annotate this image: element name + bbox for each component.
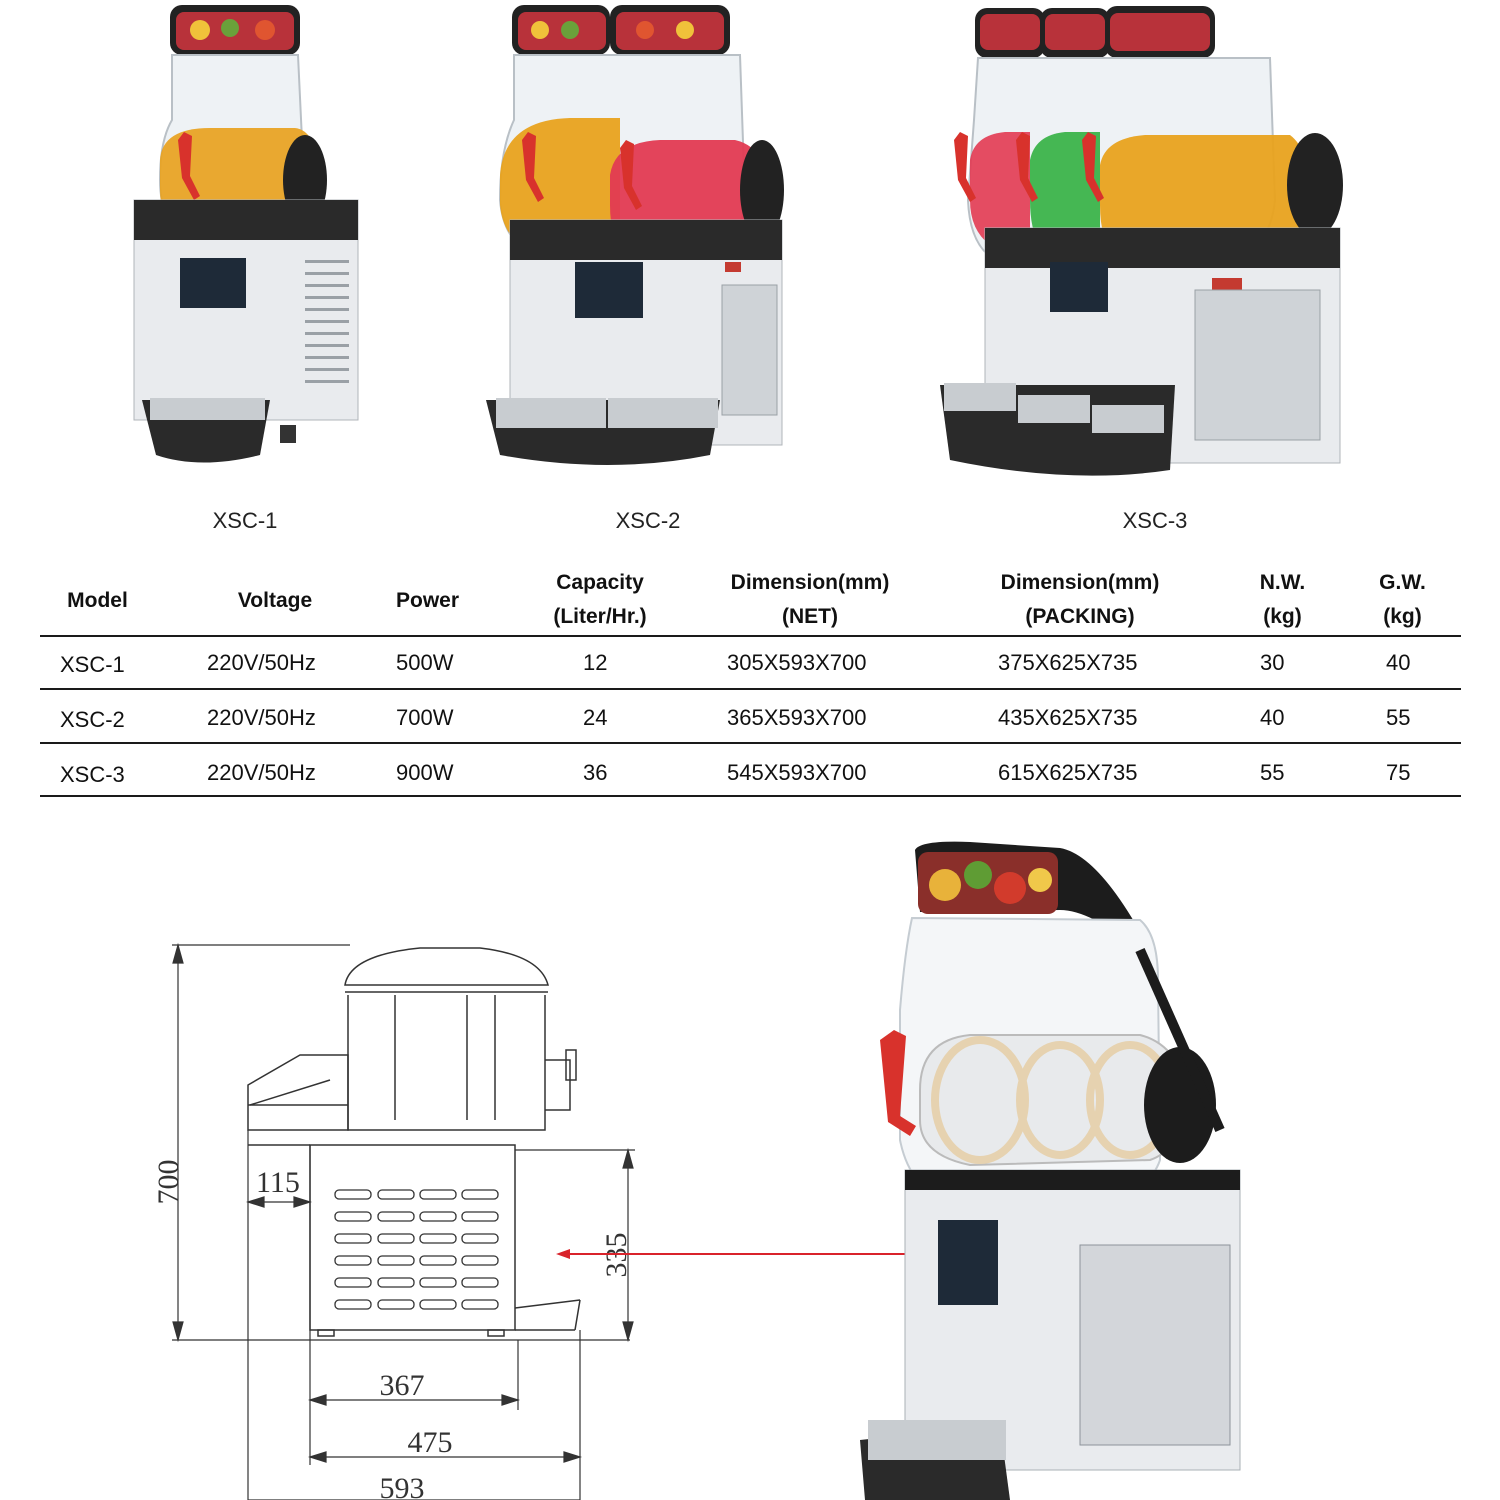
cell-dim-net: 305X593X700	[727, 650, 867, 675]
large-product-photo	[860, 841, 1241, 1500]
cell-model: XSC-2	[60, 707, 125, 732]
xsc2-caption: XSC-2	[615, 508, 681, 533]
cell-model: XSC-3	[60, 762, 125, 787]
header-dim-net-line1: Dimension(mm)	[730, 571, 890, 594]
xsc2-product-image	[486, 5, 784, 465]
xsc1-product-image	[133, 5, 359, 463]
cell-gw: 40	[1386, 650, 1411, 675]
header-capacity: Capacity (Liter/Hr.)	[530, 566, 670, 634]
header-gw-line2: (kg)	[1383, 605, 1422, 628]
cell-model: XSC-1	[60, 652, 125, 677]
xsc3-product-image	[940, 6, 1343, 476]
header-dimension-packing: Dimension(mm) (PACKING)	[975, 566, 1185, 634]
cell-dim-pack: 435X625X735	[998, 705, 1138, 730]
xsc1-caption: XSC-1	[212, 508, 278, 533]
header-dim-pack-line1: Dimension(mm)	[1000, 571, 1160, 594]
header-dim-pack-line2: (PACKING)	[1025, 605, 1135, 628]
header-capacity-line2: (Liter/Hr.)	[553, 605, 647, 628]
header-gw: G.W. (kg)	[1365, 566, 1440, 634]
header-gw-line1: G.W.	[1379, 571, 1426, 594]
cell-nw: 55	[1260, 760, 1285, 785]
header-voltage: Voltage	[237, 589, 313, 612]
header-model: Model	[67, 589, 128, 612]
header-capacity-line1: Capacity	[556, 571, 644, 594]
cell-voltage: 220V/50Hz	[207, 650, 316, 675]
dim-width-593: 593	[380, 1472, 425, 1500]
cell-dim-pack: 615X625X735	[998, 760, 1138, 785]
dim-width-367: 367	[380, 1369, 425, 1402]
cell-dim-net: 365X593X700	[727, 705, 867, 730]
cell-power: 700W	[396, 705, 454, 730]
cell-dim-pack: 375X625X735	[998, 650, 1138, 675]
header-nw-line1: N.W.	[1259, 571, 1306, 594]
dim-offset-115: 115	[256, 1166, 300, 1199]
cell-capacity: 24	[583, 705, 608, 730]
header-dim-net-line2: (NET)	[782, 605, 838, 628]
cell-nw: 30	[1260, 650, 1285, 675]
cell-capacity: 36	[583, 760, 608, 785]
table-rule	[40, 742, 1461, 744]
header-nw: N.W. (kg)	[1245, 566, 1320, 634]
header-dimension-net: Dimension(mm) (NET)	[705, 566, 915, 634]
table-rule	[40, 688, 1461, 690]
cell-power: 500W	[396, 650, 454, 675]
cell-gw: 55	[1386, 705, 1411, 730]
vent-slots	[334, 1189, 499, 1310]
cell-capacity: 12	[583, 650, 608, 675]
header-nw-line2: (kg)	[1263, 605, 1302, 628]
cell-dim-net: 545X593X700	[727, 760, 867, 785]
header-power: Power	[395, 589, 460, 612]
dim-height-700: 700	[152, 1160, 185, 1205]
xsc3-caption: XSC-3	[1122, 508, 1188, 533]
cell-gw: 75	[1386, 760, 1411, 785]
cell-voltage: 220V/50Hz	[207, 705, 316, 730]
cell-power: 900W	[396, 760, 454, 785]
table-rule-top	[40, 635, 1461, 637]
table-rule-bottom	[40, 795, 1461, 797]
cell-nw: 40	[1260, 705, 1285, 730]
cell-voltage: 220V/50Hz	[207, 760, 316, 785]
dim-width-475: 475	[408, 1426, 453, 1459]
